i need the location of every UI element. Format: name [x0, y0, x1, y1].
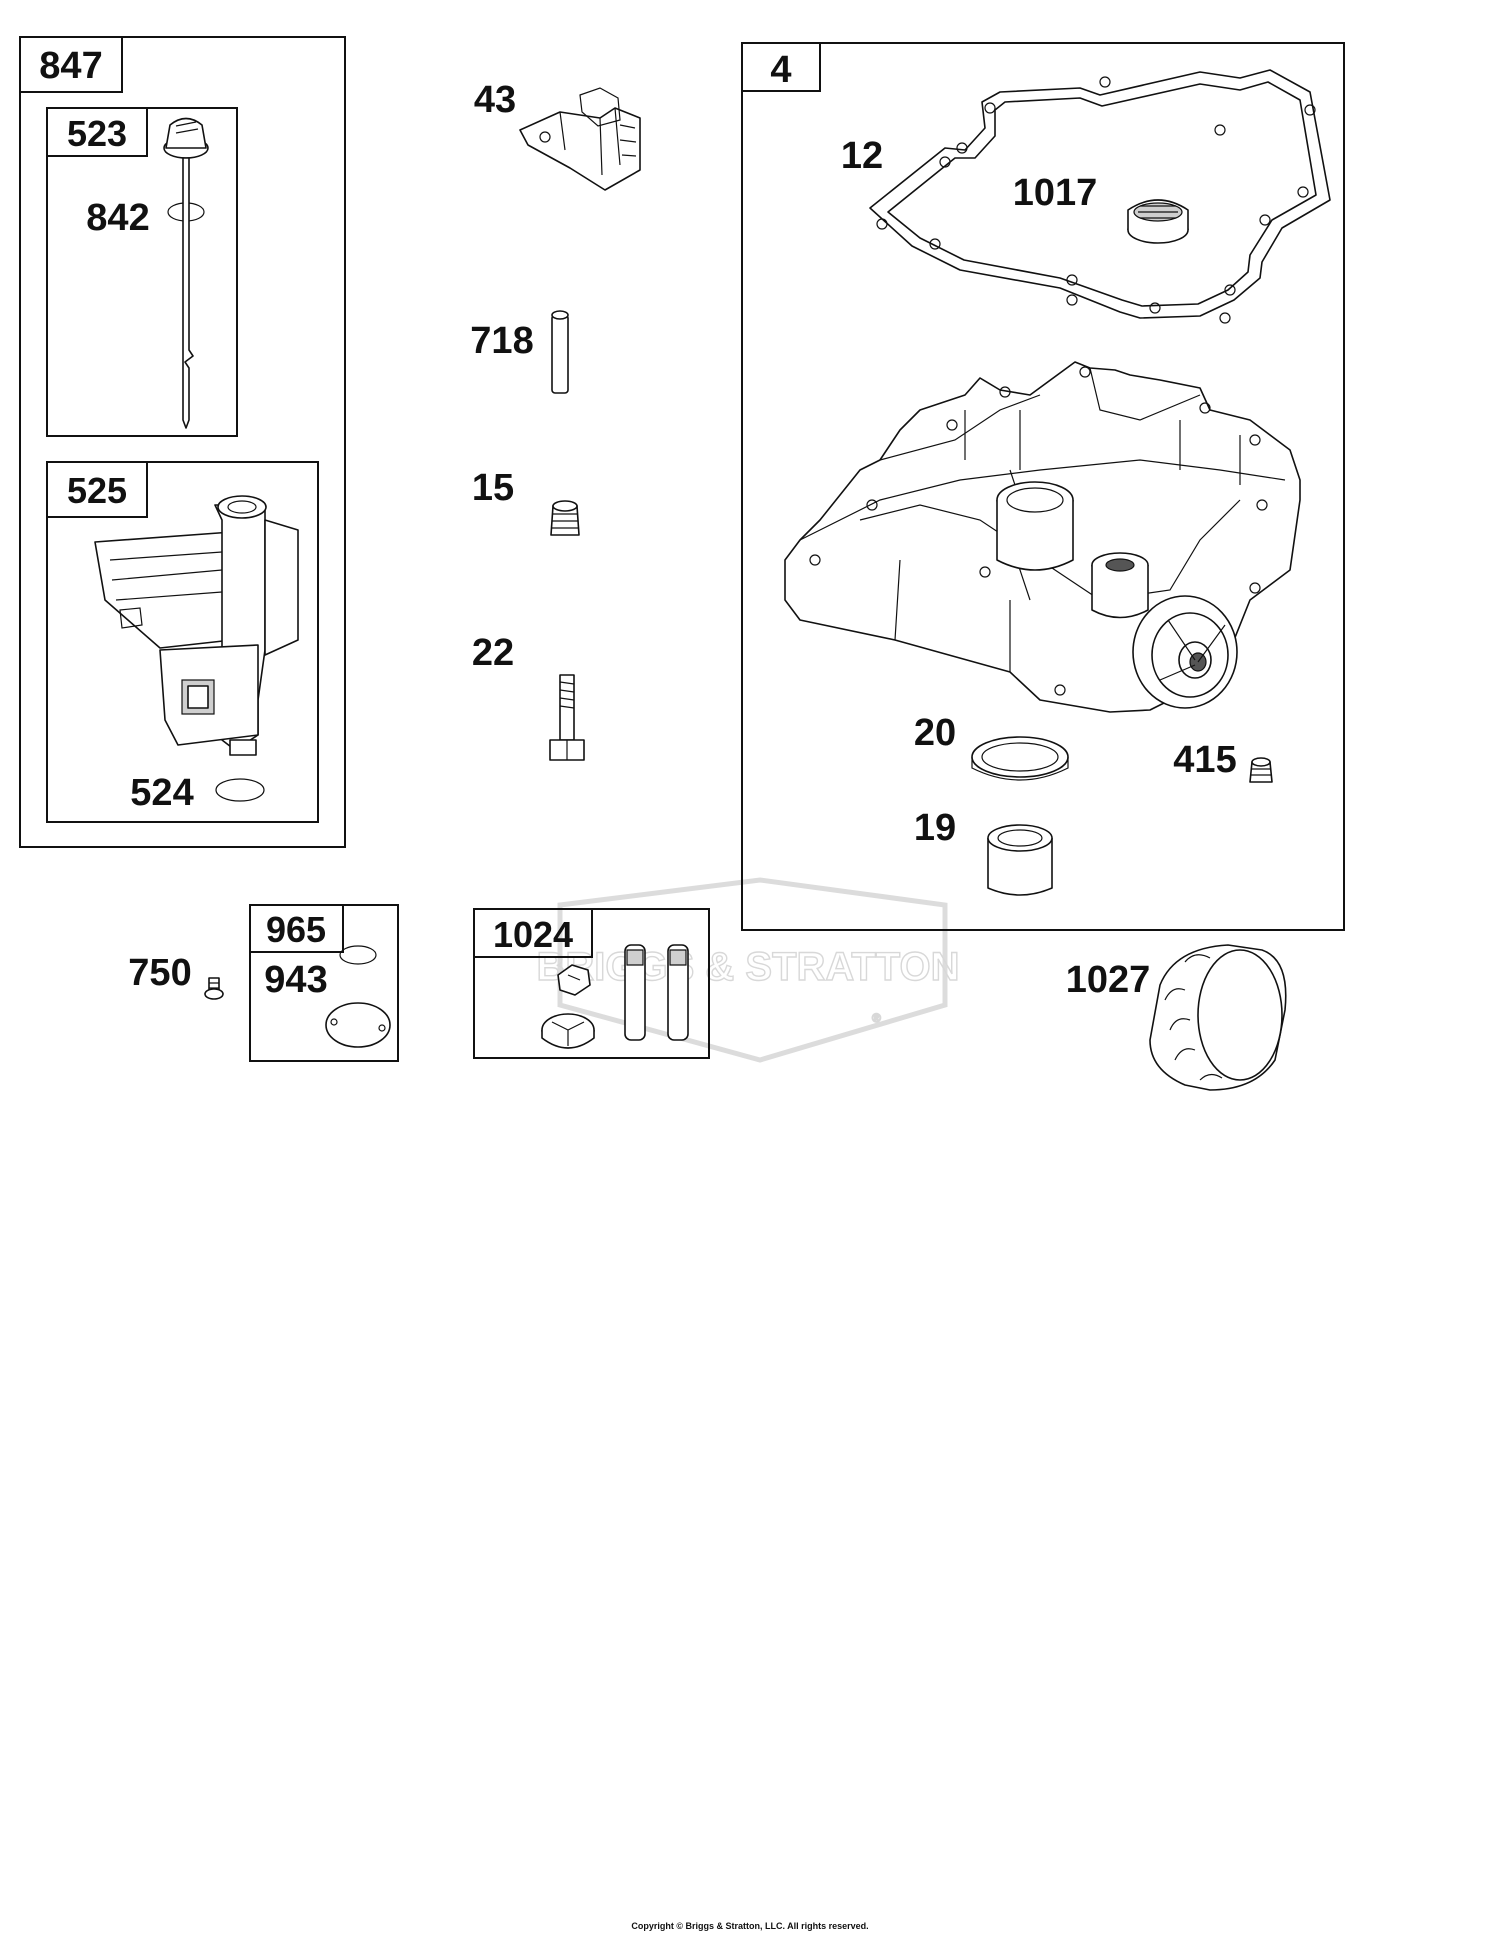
- label-524: 524: [130, 772, 193, 814]
- label-842: 842: [86, 197, 149, 239]
- bolt-22-drawing: [549, 674, 585, 761]
- label-1024: 1024: [493, 914, 573, 955]
- gasket-943: [339, 945, 377, 965]
- cover-plate-drawing: [325, 1002, 391, 1048]
- label-20: 20: [914, 712, 956, 754]
- kit-965-tag: [249, 904, 344, 953]
- label-19: 19: [914, 807, 956, 849]
- kit-525-tag: [46, 461, 148, 518]
- plug-415-drawing: [1249, 757, 1273, 783]
- label-943: 943: [264, 959, 327, 1001]
- breather-cap-drawing: [1127, 199, 1189, 244]
- crankcase-sump-drawing: [784, 361, 1301, 713]
- kit-4-frame: [741, 42, 1345, 931]
- kit-847-group: 847 523 842 525 524: [19, 36, 346, 848]
- gasket-drawing: [869, 69, 1331, 324]
- governor-bracket-drawing: [519, 87, 641, 191]
- bearing-sleeve-drawing: [987, 824, 1053, 896]
- kit-847-frame: [19, 36, 346, 848]
- kit-525-frame: [46, 461, 319, 823]
- label-525: 525: [67, 470, 127, 511]
- kit-4-group: 4 12 1017: [741, 42, 1345, 931]
- kit-847-tag: [19, 36, 123, 93]
- kit-965-group: 965 943: [249, 904, 399, 1062]
- brand-watermark: BRIGGS & STRATTON ®: [536, 877, 960, 1063]
- dipstick-drawing: [163, 117, 209, 429]
- label-718: 718: [470, 320, 533, 362]
- label-4: 4: [770, 49, 791, 91]
- oil-pump-kit-drawing: [541, 944, 689, 1049]
- kit-523-frame: [46, 107, 238, 437]
- kit-523-tag: [46, 107, 148, 157]
- label-22: 22: [472, 632, 514, 674]
- oil-filter-drawing: [1149, 944, 1287, 1091]
- label-847: 847: [39, 45, 102, 87]
- o-ring-524: [215, 778, 265, 802]
- kit-1024-tag: [473, 908, 593, 958]
- kit-1024-group: 1024: [473, 908, 710, 1059]
- copyright-footer: Copyright © Briggs & Stratton, LLC. All …: [631, 1921, 869, 1931]
- label-1027: 1027: [1066, 959, 1151, 1001]
- kit-4-tag: [741, 42, 821, 92]
- plug-15-drawing: [550, 500, 580, 536]
- label-12: 12: [841, 135, 883, 177]
- label-523: 523: [67, 113, 127, 154]
- label-1017: 1017: [1013, 172, 1098, 214]
- label-750: 750: [128, 952, 191, 994]
- label-15: 15: [472, 467, 514, 509]
- label-415: 415: [1173, 739, 1236, 781]
- screw-750-drawing: [204, 977, 224, 1000]
- oil-seal-drawing: [971, 736, 1069, 781]
- dowel-pin-drawing: [551, 310, 569, 394]
- fill-tube-drawing: [94, 495, 299, 756]
- label-965: 965: [266, 909, 326, 950]
- watermark-registered: ®: [872, 1011, 881, 1025]
- watermark-text: BRIGGS & STRATTON: [537, 945, 960, 989]
- label-43: 43: [474, 79, 516, 121]
